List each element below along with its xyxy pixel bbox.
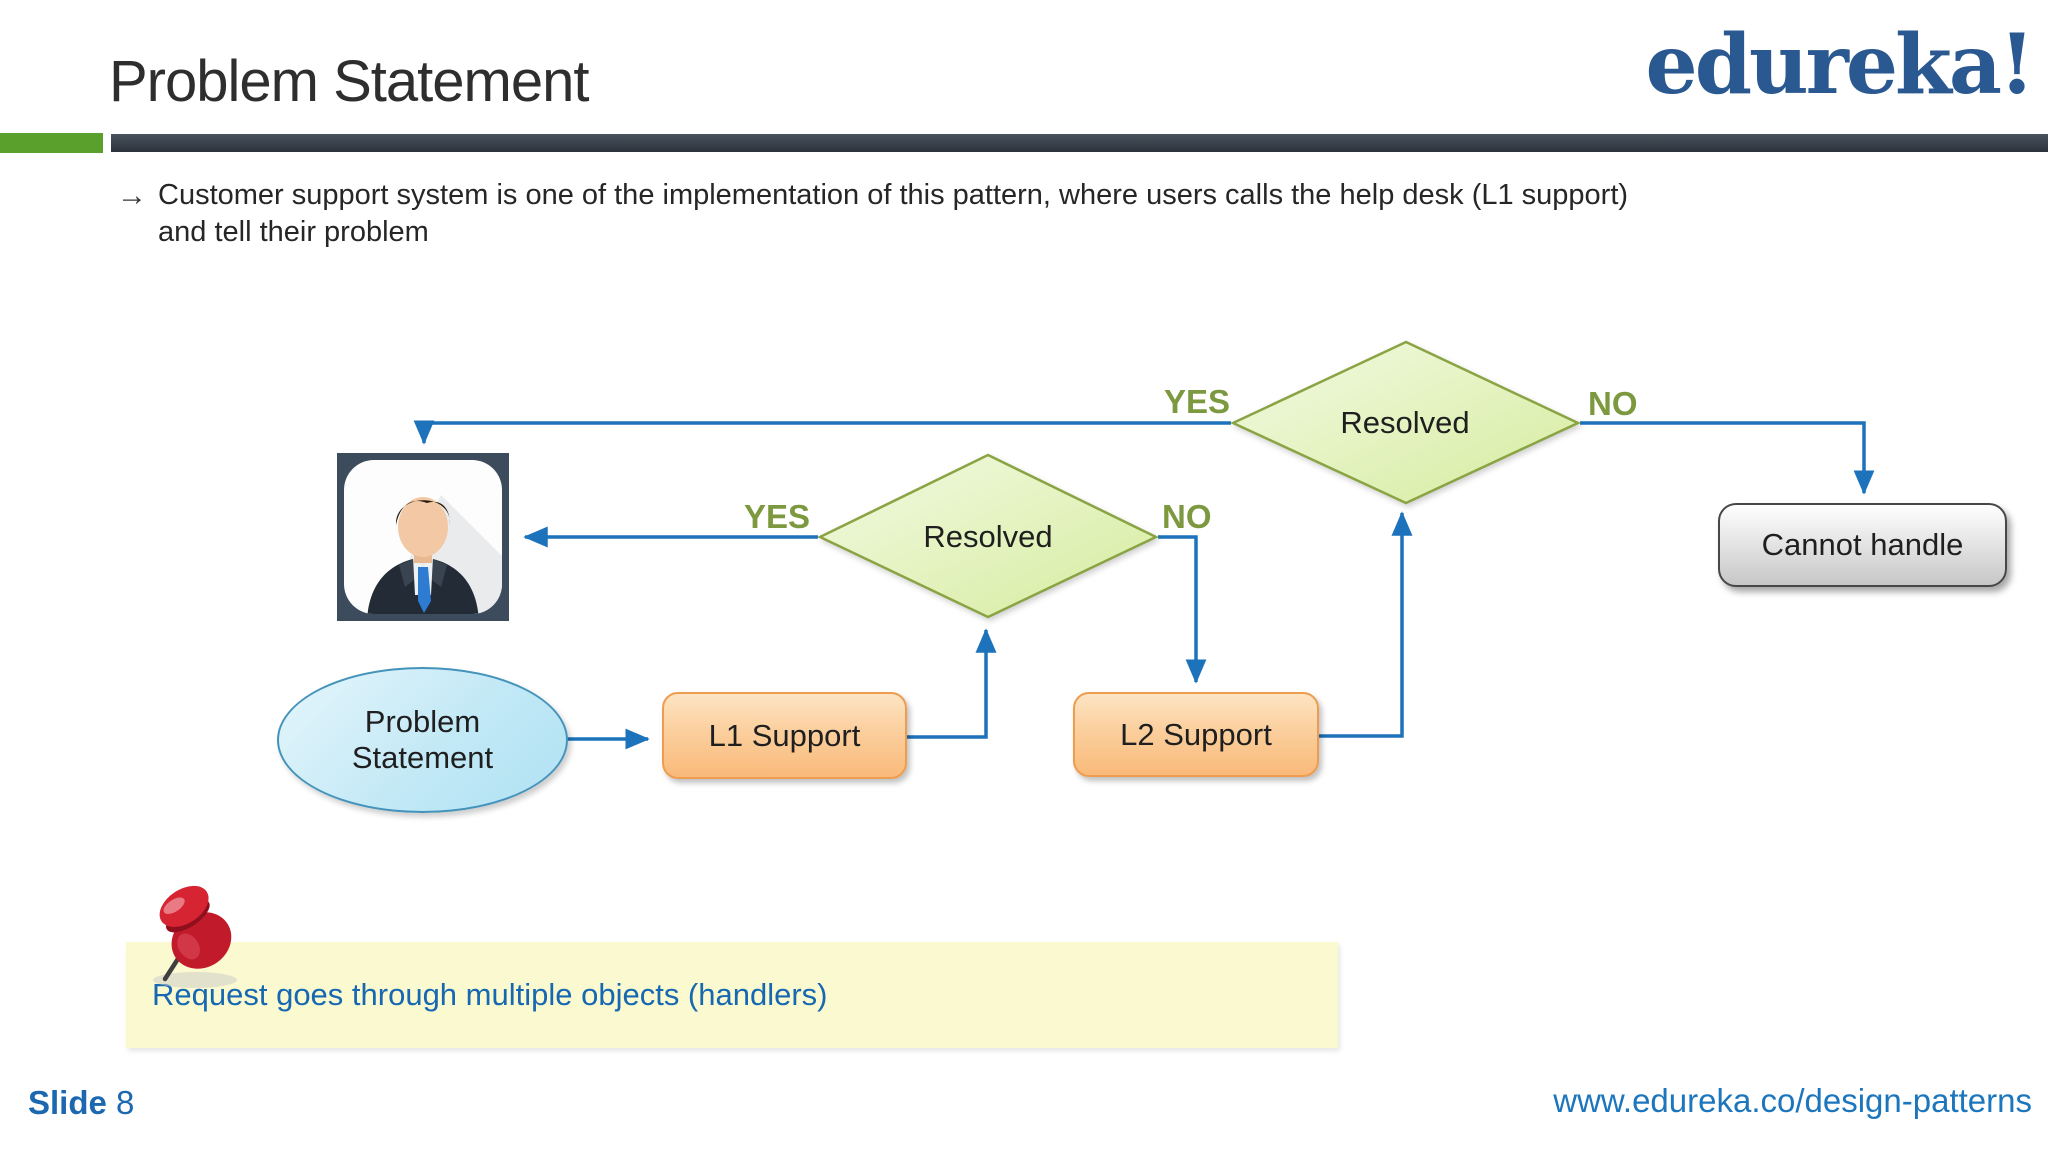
slide-number-value: 8 bbox=[116, 1084, 135, 1121]
connector-l1-to-resolved1 bbox=[905, 628, 997, 739]
connector-l2-to-resolved2 bbox=[1317, 511, 1413, 738]
problem-statement-ellipse: Problem Statement bbox=[277, 667, 568, 813]
cannot-handle-box: Cannot handle bbox=[1718, 503, 2007, 587]
bullet-arrow-icon: → bbox=[117, 179, 147, 212]
pushpin-icon bbox=[153, 885, 237, 988]
edge-label-yes-1: YES bbox=[744, 498, 811, 535]
edge-label-no-1: NO bbox=[1162, 498, 1212, 535]
slide-number-label: Slide bbox=[28, 1084, 107, 1121]
problem-statement-label: Problem Statement bbox=[351, 704, 494, 775]
page-title: Problem Statement bbox=[109, 49, 589, 114]
connector-resolved2-no-to-cannot bbox=[1580, 421, 1875, 495]
resolved-diamond-1 bbox=[817, 453, 1159, 619]
person-icon bbox=[337, 453, 509, 621]
connector-resolved1-no-to-l2 bbox=[1158, 535, 1207, 684]
edge-label-no-2: NO bbox=[1588, 385, 1638, 422]
header-divider-bar bbox=[111, 134, 2048, 152]
edge-label-yes-2: YES bbox=[1164, 383, 1231, 420]
footer-url: www.edureka.co/design-patterns bbox=[1553, 1082, 2032, 1119]
resolved-diamond-2 bbox=[1230, 340, 1581, 505]
slide-number: Slide 8 bbox=[28, 1084, 134, 1122]
note-text: Request goes through multiple objects (h… bbox=[152, 977, 828, 1012]
bullet-text-line2: and tell their problem bbox=[158, 216, 429, 248]
connector-resolved2-yes-to-user bbox=[413, 420, 1231, 445]
l2-support-box: L2 Support bbox=[1073, 692, 1319, 777]
green-accent-bar bbox=[0, 133, 103, 153]
bullet-text-line1: Customer support system is one of the im… bbox=[158, 179, 1629, 211]
l1-support-box: L1 Support bbox=[662, 692, 907, 779]
edureka-logo: edureka! bbox=[1645, 17, 2035, 113]
note-box bbox=[126, 942, 1338, 1048]
